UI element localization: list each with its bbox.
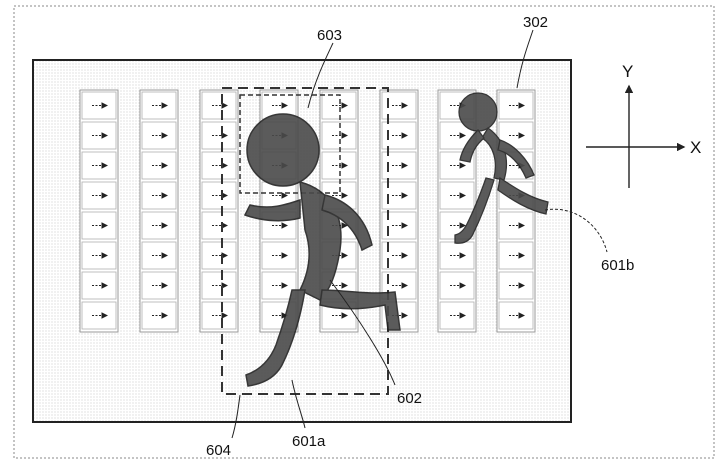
vector-column <box>200 90 238 332</box>
axis-label-y: Y <box>622 62 633 81</box>
label-602: 602 <box>397 390 422 407</box>
axis-label-x: X <box>690 138 701 157</box>
vector-column <box>140 90 178 332</box>
label-601a: 601a <box>292 433 326 450</box>
axis-icon <box>586 86 684 188</box>
vector-column <box>497 90 535 332</box>
label-604: 604 <box>206 442 231 459</box>
label-601b: 601b <box>601 257 634 274</box>
label-302: 302 <box>523 14 548 31</box>
vector-column <box>80 90 118 332</box>
label-603: 603 <box>317 27 342 44</box>
